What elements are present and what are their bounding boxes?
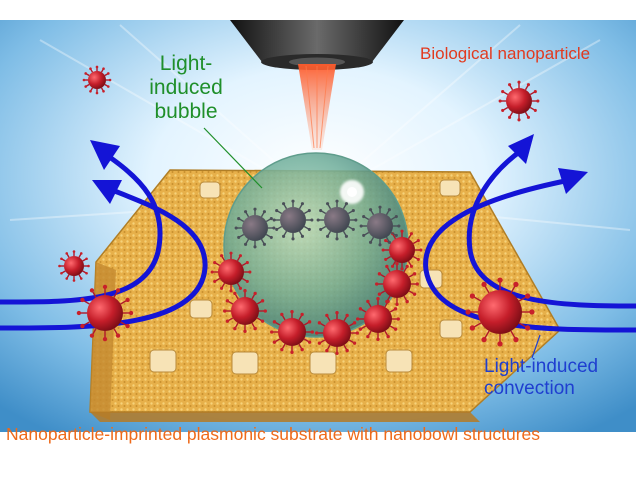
virus-particle-icon — [270, 310, 314, 354]
laser-beam-icon — [298, 64, 336, 150]
flow-arrow-icon — [508, 134, 534, 164]
virus-particle-icon — [58, 250, 90, 282]
virus-particle-icon — [82, 65, 112, 95]
virus-particle-icon — [234, 207, 276, 249]
flow-arrow-left-outer — [0, 153, 163, 305]
nanoparticles — [58, 65, 540, 355]
biological-nanoparticle-label: Biological nanoparticle — [420, 44, 591, 63]
virus-particle-icon — [359, 205, 401, 247]
flow-arrows — [0, 147, 636, 333]
virus-particle-icon — [498, 80, 540, 122]
virus-particle-icon — [381, 229, 423, 271]
flow-arrow-right-inner — [423, 177, 636, 333]
virus-particle-icon — [272, 199, 314, 241]
convection-leader-line — [531, 334, 541, 359]
bubble-label: Light-induced bubble — [149, 52, 223, 124]
flow-arrow-left-inner — [0, 187, 208, 331]
virus-particle-icon — [76, 284, 134, 342]
flow-arrow-icon — [90, 140, 120, 170]
flow-arrow-icon — [558, 168, 588, 194]
virus-particle-icon — [315, 311, 359, 355]
virus-particle-icon — [223, 289, 267, 333]
flow-arrow-right-outer — [466, 147, 636, 309]
virus-particle-icon — [316, 199, 358, 241]
bubble-leader-line — [203, 127, 263, 189]
convection-label: Light-induced convection — [484, 356, 599, 399]
virus-particle-icon — [375, 262, 419, 306]
virus-particle-icon — [210, 251, 252, 293]
bubble-icon — [223, 152, 409, 338]
substrate-label: Nanoparticle-imprinted plasmonic substra… — [6, 424, 540, 444]
flow-arrow-icon — [92, 180, 122, 204]
virus-particle-icon — [465, 277, 535, 347]
flow-arrowheads — [90, 134, 588, 204]
